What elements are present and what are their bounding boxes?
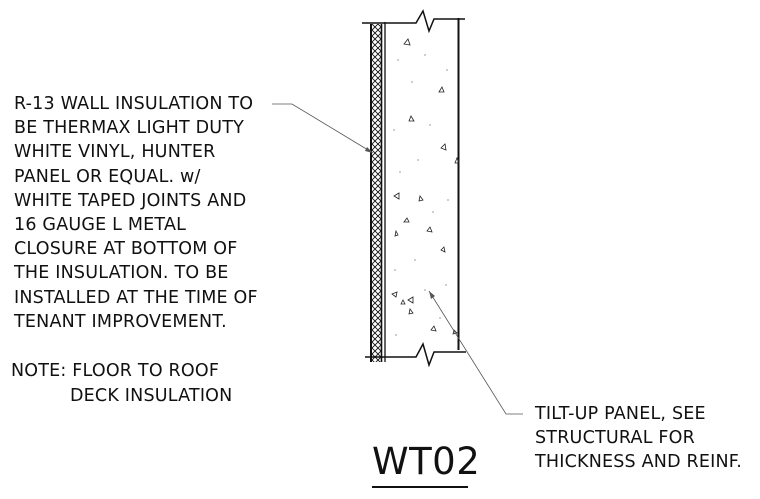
insulation-note-line: 16 GAUGE L METAL (14, 214, 187, 235)
insulation-note-line: INSTALLED AT THE TIME OF (14, 287, 258, 308)
panel-note-line: TILT-UP PANEL, SEE (535, 404, 706, 424)
top-break-line (362, 9, 465, 34)
panel-leader-arrow (429, 291, 435, 299)
insulation-note: R-13 WALL INSULATION TO BE THERMAX LIGHT… (14, 92, 258, 334)
insulation-leader-arrow (365, 147, 373, 153)
insulation-note-line: THE INSULATION. TO BE (14, 263, 229, 284)
detail-title-underline (372, 486, 468, 488)
insulation-note-line: BE THERMAX LIGHT DUTY (14, 118, 245, 139)
insulation-note-line: PANEL OR EQUAL. w/ (14, 166, 201, 187)
detail-title: WT02 (372, 440, 481, 483)
concrete-aggregate (391, 38, 460, 335)
insulation-note-line: TENANT IMPROVEMENT. (14, 311, 227, 332)
floor-note-line-1: NOTE: FLOOR TO ROOF (11, 361, 220, 381)
floor-note-line-2: DECK INSULATION (70, 386, 233, 406)
insulation-note-line: R-13 WALL INSULATION TO (14, 94, 254, 114)
insulation-layer (372, 24, 381, 362)
panel-note-line: STRUCTURAL FOR (535, 428, 696, 449)
panel-note: TILT-UP PANEL, SEE STRUCTURAL FOR THICKN… (535, 402, 742, 475)
insulation-note-line: WHITE TAPED JOINTS AND (14, 190, 247, 211)
panel-note-line: THICKNESS AND REINF. (535, 452, 743, 473)
insulation-note-line: WHITE VINYL, HUNTER (14, 142, 216, 163)
insulation-note-line: CLOSURE AT BOTTOM OF (14, 239, 238, 260)
concrete-stipple-dots (393, 54, 449, 336)
insulation-leader-line (272, 103, 374, 154)
bottom-break-line (365, 342, 466, 368)
panel-leader-line (428, 290, 523, 415)
